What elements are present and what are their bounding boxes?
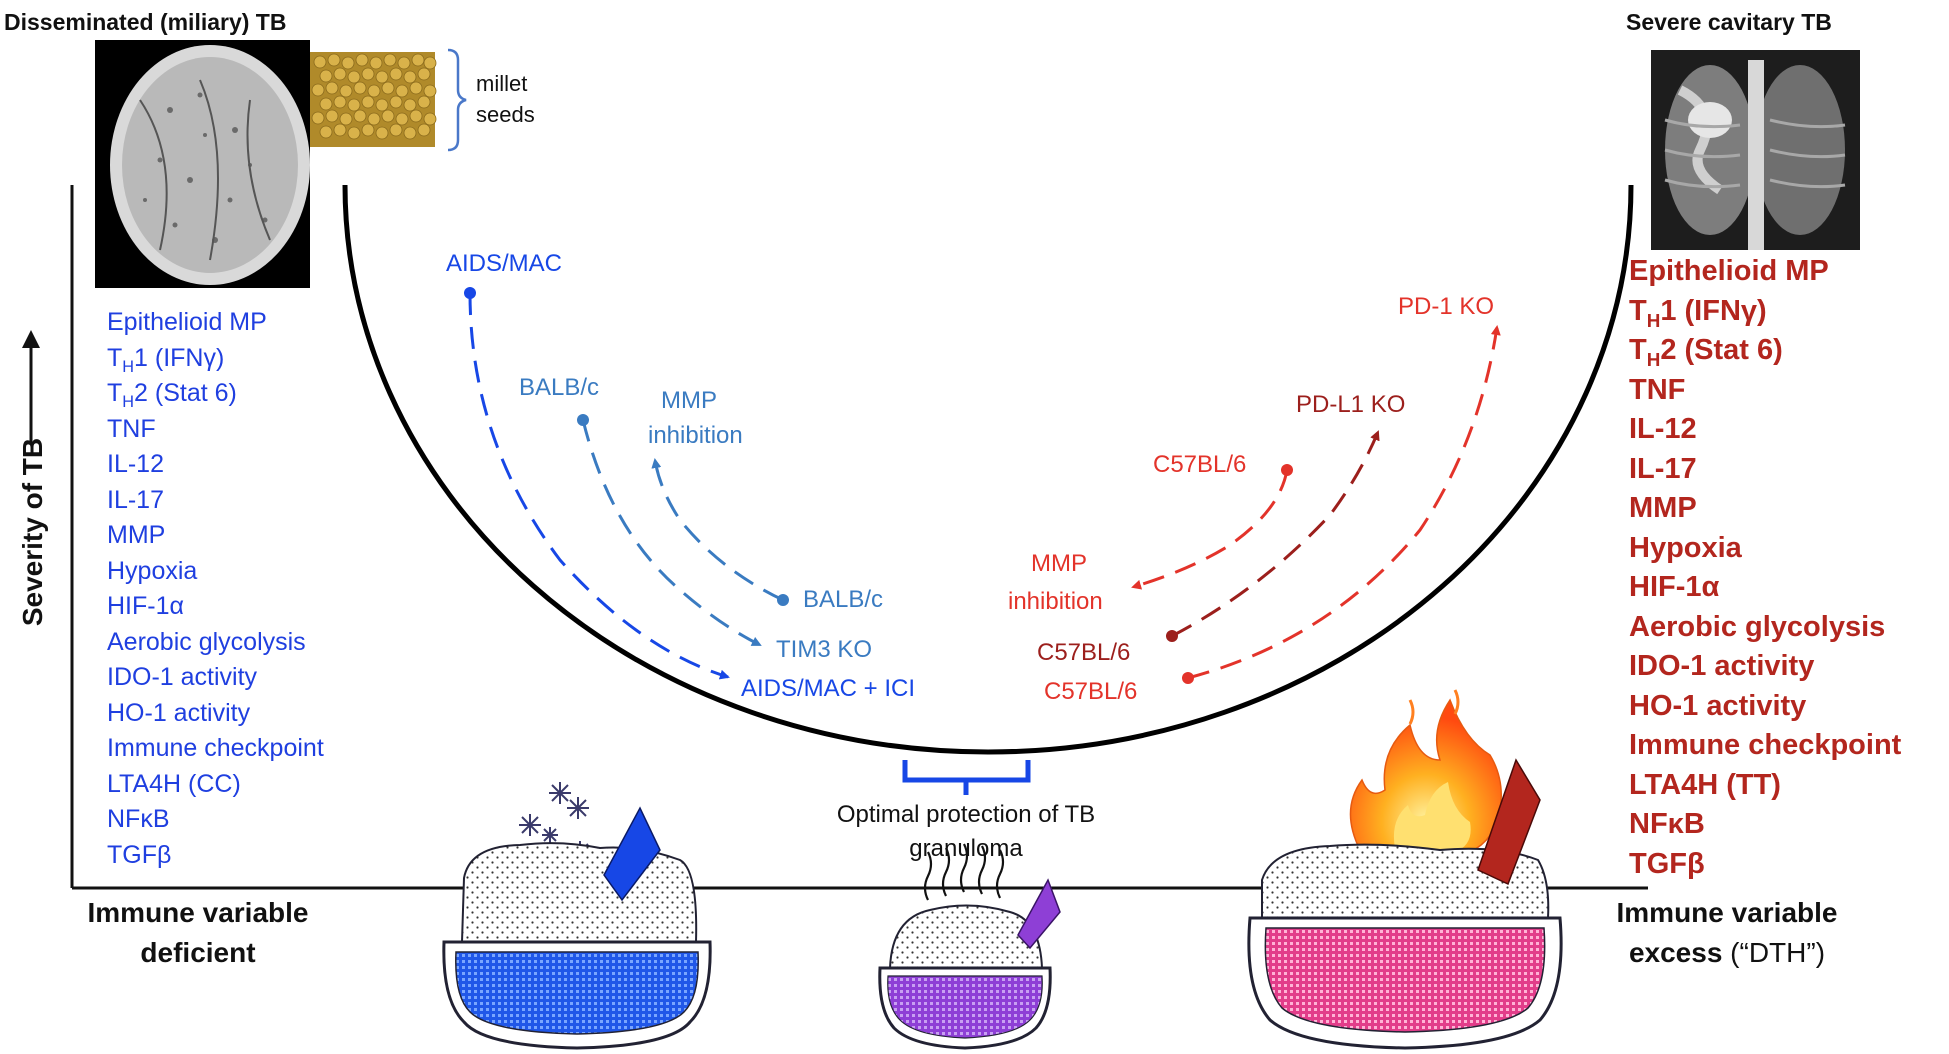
label-tim3-ko: TIM3 KO: [776, 636, 873, 663]
arrow-c57-pd1: [1187, 325, 1501, 680]
deficient-label-line1: Immune variable: [87, 897, 309, 928]
flame-icon: [1349, 689, 1502, 863]
y-axis-label: Severity of TB: [17, 437, 48, 627]
dot-aids-mac: [464, 287, 476, 299]
arrow-aids-mac: [468, 292, 730, 680]
millet-label-line2: seeds: [476, 102, 535, 127]
label-mmp-inhibition-right-2: inhibition: [1008, 588, 1103, 615]
list-item: HO-1 activity: [1629, 689, 1807, 722]
granuloma-bowl-deficient: [442, 806, 712, 1050]
list-item: TGFβ: [1629, 847, 1705, 880]
deficient-label-line2: deficient: [140, 937, 256, 968]
label-balbc-bottom: BALB/c: [803, 586, 884, 613]
dot-c57-top: [1281, 464, 1293, 476]
thermometer-icon: [1017, 878, 1061, 950]
list-item: IDO-1 activity: [107, 663, 258, 691]
list-item: IDO-1 activity: [1629, 650, 1815, 682]
label-mmp-inhibition-left-2: inhibition: [648, 422, 743, 449]
thermometer-icon: [603, 806, 661, 902]
ct-scan-image: [95, 40, 310, 288]
list-item: NFκB: [1629, 808, 1705, 840]
label-pdl1-ko: PD-L1 KO: [1296, 391, 1406, 418]
list-item: TGFβ: [107, 840, 172, 869]
list-item: NFκB: [107, 805, 170, 833]
list-item: MMP: [107, 521, 166, 549]
chest-xray-image: [1651, 50, 1860, 250]
label-aids-mac: AIDS/MAC: [446, 250, 563, 277]
severity-u-curve: [342, 184, 1634, 755]
excess-label-line2: excess (“DTH”): [1617, 933, 1838, 973]
list-item: TH2 (Stat 6): [1629, 334, 1783, 370]
label-balbc-top: BALB/c: [519, 374, 600, 401]
list-item: TH2 (Stat 6): [107, 379, 237, 411]
list-item: HO-1 activity: [107, 698, 251, 727]
list-item: TNF: [107, 414, 156, 443]
list-item: MMP: [1629, 492, 1697, 524]
list-item: Epithelioid MP: [1629, 255, 1829, 287]
dot-c57-bottom: [1182, 672, 1194, 684]
deficient-label: Immune variable deficient: [88, 893, 309, 973]
label-mmp-inhibition-left-1: MMP: [661, 387, 717, 414]
list-item: LTA4H (CC): [107, 769, 241, 798]
list-item: TH1 (IFNγ): [1629, 294, 1767, 331]
excess-label-line1: Immune variable: [1616, 897, 1838, 928]
label-mmp-inhibition-right-1: MMP: [1031, 550, 1087, 577]
list-item: Epithelioid MP: [107, 308, 267, 336]
thermometer-icon: [1477, 758, 1541, 886]
dot-balbc-bottom: [777, 594, 789, 606]
arrow-c57-pdl1: [1171, 430, 1380, 638]
arrow-balbc-mmp: [651, 458, 784, 602]
excess-label-bold: excess: [1628, 937, 1723, 968]
list-item: Hypoxia: [107, 556, 198, 585]
list-item: HIF-1α: [1629, 571, 1720, 603]
millet-bracket: [447, 48, 467, 152]
label-c57-mid: C57BL/6: [1037, 639, 1131, 666]
list-item: TH1 (IFNγ): [107, 343, 225, 376]
millet-seeds-image: [310, 52, 437, 147]
excess-label: Immune variable excess (“DTH”): [1617, 893, 1838, 973]
list-item: Immune checkpoint: [1629, 729, 1902, 761]
label-aids-mac-ici: AIDS/MAC + ICI: [741, 675, 916, 702]
optimal-caption: Optimal protection of TB granuloma: [837, 798, 1095, 866]
excess-label-rest: (“DTH”): [1722, 937, 1826, 968]
optimal-bracket: [902, 760, 1031, 795]
y-axis-arrow: [22, 330, 40, 444]
list-item: Hypoxia: [1629, 531, 1742, 564]
left-panel-title: Disseminated (miliary) TB: [4, 9, 287, 35]
deficient-variable-list: Epithelioid MP TH1 (IFNγ) TH2 (Stat 6) T…: [107, 305, 324, 873]
label-pd1-ko: PD-1 KO: [1398, 293, 1495, 320]
dot-c57-mid: [1166, 630, 1178, 642]
list-item: HIF-1α: [107, 592, 184, 620]
list-item: IL-12: [1629, 413, 1697, 445]
list-item: LTA4H (TT): [1629, 768, 1781, 801]
label-c57-top: C57BL/6: [1153, 451, 1247, 478]
millet-label-line1: millet: [476, 71, 528, 96]
list-item: Aerobic glycolysis: [1629, 610, 1886, 643]
arrow-c57-mmp: [1131, 469, 1289, 590]
optimal-caption-line1: Optimal protection of TB: [836, 801, 1096, 828]
list-item: IL-12: [107, 450, 164, 478]
dot-balbc-top: [577, 414, 589, 426]
list-item: TNF: [1629, 373, 1686, 406]
list-item: Immune checkpoint: [107, 734, 324, 762]
right-panel-title: Severe cavitary TB: [1626, 9, 1832, 35]
excess-variable-list: Epithelioid MP TH1 (IFNγ) TH2 (Stat 6) T…: [1629, 252, 1901, 884]
label-c57-bottom: C57BL/6: [1044, 678, 1138, 705]
arrow-balbc-tim3: [581, 419, 762, 647]
list-item: Aerobic glycolysis: [107, 627, 306, 656]
granuloma-bowl-excess: [1247, 758, 1563, 1050]
optimal-caption-line2: granuloma: [909, 835, 1023, 862]
granuloma-bowl-optimal: [878, 843, 1061, 1050]
list-item: IL-17: [1629, 452, 1697, 485]
list-item: IL-17: [107, 485, 164, 514]
